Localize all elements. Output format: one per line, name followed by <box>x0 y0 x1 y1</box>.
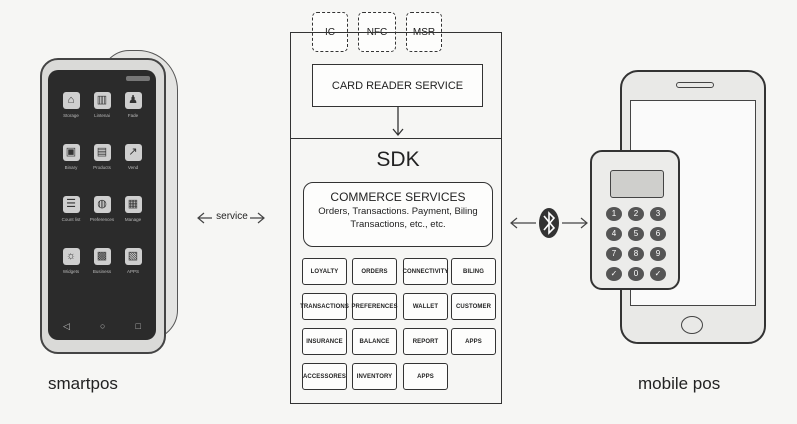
app-glyph-icon: ▩ <box>93 248 111 265</box>
app-glyph-icon: ▣ <box>62 144 80 161</box>
app-icon-8[interactable]: ◍ Preferences <box>87 196 117 244</box>
app-glyph-icon: ⌂ <box>62 92 80 109</box>
module-inventory: INVENTORY <box>352 363 397 390</box>
app-glyph-icon: ◍ <box>93 196 111 213</box>
app-label: APPS <box>126 269 139 274</box>
reader-to-sdk-arrow <box>392 107 404 137</box>
app-label: Binary <box>64 165 78 170</box>
app-label: Business <box>92 269 112 274</box>
app-glyph-icon: ↗ <box>124 144 142 161</box>
card-reader-service-box: CARD READER SERVICE <box>312 64 483 107</box>
module-orders: ORDERS <box>352 258 397 285</box>
module-wallet: WALLET <box>403 293 448 320</box>
smartpos-screen: ⌂ Storage ▥ Lintenai ♟ Fade ▣ Binary ▤ Products ↗ V… <box>48 70 156 340</box>
app-label: Count list <box>61 217 81 222</box>
sdk-title: SDK <box>376 148 420 171</box>
keypad-key[interactable]: 0 <box>628 267 644 281</box>
nav-bar: ◁ ○ □ <box>48 316 156 336</box>
service-label: service <box>216 211 248 222</box>
back-icon[interactable]: ◁ <box>63 320 70 331</box>
module-preferences: PREFERENCES <box>351 293 397 320</box>
keypad-key[interactable]: ✓ <box>606 267 622 281</box>
mobile-pos-caption: mobile pos <box>638 374 721 393</box>
smartpos-caption: smartpos <box>48 374 118 393</box>
phone-home-button[interactable] <box>681 316 703 334</box>
app-label: Manage <box>124 217 142 222</box>
app-icon-10[interactable]: ☼ Widgets <box>56 248 86 296</box>
smartpos-device: ⌂ Storage ▥ Lintenai ♟ Fade ▣ Binary ▤ Products ↗ V… <box>40 50 180 355</box>
service-arrow <box>197 212 265 224</box>
module-apps: APPS <box>451 328 496 355</box>
home-icon[interactable]: ○ <box>100 321 106 331</box>
keypad-key[interactable]: 2 <box>628 207 644 221</box>
app-label: Fade <box>127 113 139 118</box>
app-icon-5[interactable]: ▤ Products <box>87 144 117 192</box>
module-insurance: INSURANCE <box>302 328 347 355</box>
app-icon-2[interactable]: ▥ Lintenai <box>87 92 117 140</box>
phone-speaker <box>676 82 714 88</box>
app-glyph-icon: ☰ <box>62 196 80 213</box>
bluetooth-icon <box>539 208 559 238</box>
keypad-key[interactable]: 3 <box>650 207 666 221</box>
app-glyph-icon: ☼ <box>62 248 80 265</box>
keypad-key[interactable]: ✓ <box>650 267 666 281</box>
app-icon-12[interactable]: ▧ APPS <box>118 248 148 296</box>
commerce-line2: Transactions, etc., etc. <box>350 219 446 230</box>
app-label: Storage <box>63 113 79 118</box>
keypad-key[interactable]: 5 <box>628 227 644 241</box>
app-icon-11[interactable]: ▩ Business <box>87 248 117 296</box>
commerce-line1: Orders, Transactions. Payment, Biling <box>318 206 478 217</box>
app-label: Lintenai <box>94 113 110 118</box>
app-label: Products <box>93 165 111 170</box>
module-biling: BILING <box>451 258 496 285</box>
app-icon-9[interactable]: ▦ Manage <box>118 196 148 244</box>
sdk-outer-frame <box>290 32 502 404</box>
app-label: Preferences <box>89 217 115 222</box>
app-grid: ⌂ Storage ▥ Lintenai ♟ Fade ▣ Binary ▤ Products ↗ V… <box>56 92 148 302</box>
keypad-key[interactable]: 4 <box>606 227 622 241</box>
reader-display <box>610 170 664 198</box>
keypad-key[interactable]: 1 <box>606 207 622 221</box>
module-apps: APPS <box>403 363 448 390</box>
module-balance: BALANCE <box>352 328 397 355</box>
commerce-services-box: COMMERCE SERVICES Orders, Transactions. … <box>303 182 493 247</box>
module-report: REPORT <box>403 328 448 355</box>
keypad-key[interactable]: 9 <box>650 247 666 261</box>
module-accessores: ACCESSORES <box>302 363 347 390</box>
app-icon-4[interactable]: ▣ Binary <box>56 144 86 192</box>
keypad-key[interactable]: 6 <box>650 227 666 241</box>
module-transactions: TRANSACTIONS <box>300 293 349 320</box>
bluetooth-link <box>510 208 588 238</box>
app-icon-3[interactable]: ♟ Fade <box>118 92 148 140</box>
keypad-key[interactable]: 7 <box>606 247 622 261</box>
commerce-title: COMMERCE SERVICES <box>330 190 466 204</box>
app-glyph-icon: ♟ <box>124 92 142 109</box>
module-customer: CUSTOMER <box>451 293 496 320</box>
keypad-key[interactable]: 8 <box>628 247 644 261</box>
app-glyph-icon: ▦ <box>124 196 142 213</box>
app-glyph-icon: ▧ <box>124 248 142 265</box>
module-connectivity: CONNECTIVITY <box>403 258 448 285</box>
recents-icon[interactable]: □ <box>135 321 141 331</box>
status-bar <box>126 76 150 81</box>
module-loyalty: LOYALTY <box>302 258 347 285</box>
sdk-divider <box>290 138 502 139</box>
app-glyph-icon: ▥ <box>93 92 111 109</box>
app-icon-1[interactable]: ⌂ Storage <box>56 92 86 140</box>
app-icon-6[interactable]: ↗ Vend <box>118 144 148 192</box>
app-label: Widgets <box>62 269 80 274</box>
app-glyph-icon: ▤ <box>93 144 111 161</box>
app-icon-7[interactable]: ☰ Count list <box>56 196 86 244</box>
app-label: Vend <box>127 165 139 170</box>
